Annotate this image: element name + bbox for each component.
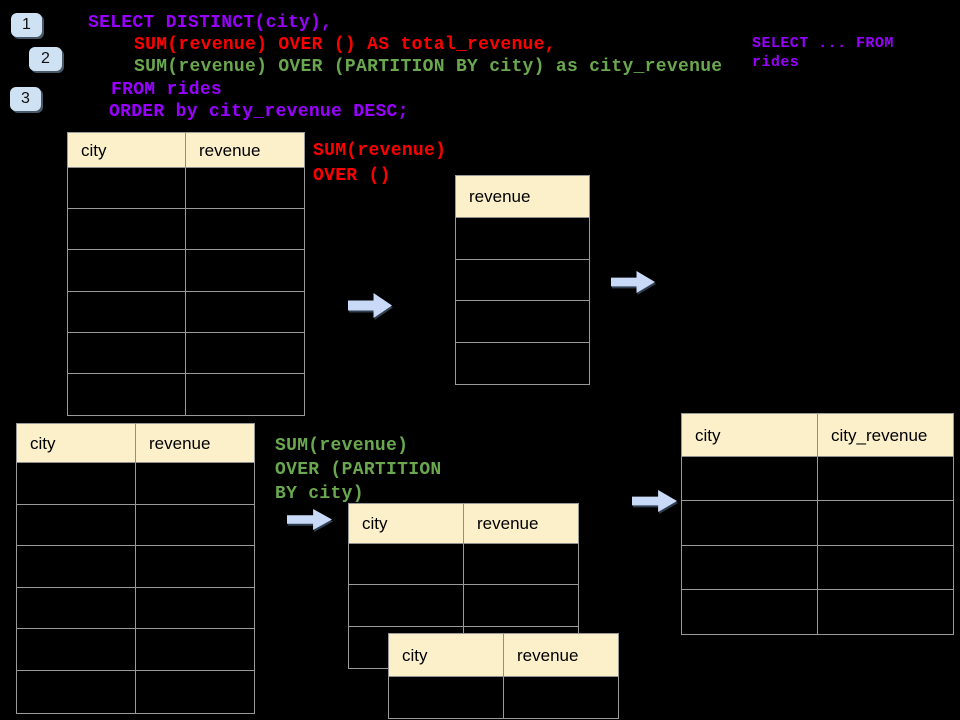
flow-arrow-right-icon (348, 293, 392, 318)
column-header: revenue (136, 424, 254, 463)
step-badge-1: 1 (11, 13, 42, 37)
table-cell-empty (456, 343, 589, 385)
table-cell-empty (68, 250, 186, 292)
side-note-line2: rides (752, 54, 800, 71)
table-cell-empty (456, 260, 589, 301)
flow-arrow-right-icon (632, 490, 677, 512)
table-cell-empty (17, 629, 136, 671)
table-revenue-only: revenue (455, 175, 590, 385)
table-cell-empty (17, 587, 136, 630)
column-header: city (389, 634, 504, 677)
table-cell-empty (682, 457, 818, 502)
table-cell-empty (186, 333, 304, 374)
table-cell-empty (818, 590, 953, 634)
side-note-select-from-rides: SELECT ... FROM rides (752, 34, 894, 72)
column-header: revenue (456, 176, 589, 218)
label-sum-over-partition: SUM(revenue) OVER (PARTITION BY city) (275, 434, 442, 506)
table-cell-empty (17, 670, 136, 713)
table-cell-empty (349, 544, 464, 586)
arrow-shape (287, 509, 332, 530)
table-cell-empty (504, 677, 618, 718)
flow-arrow-right-icon (611, 271, 655, 293)
table-cell-empty (682, 545, 818, 590)
table-cell-empty (68, 332, 186, 374)
column-header: city_revenue (818, 414, 953, 457)
arrow-shape (348, 293, 392, 318)
table-cell-empty (682, 501, 818, 546)
table-cell-empty (186, 292, 304, 333)
table-cell-empty (818, 501, 953, 546)
column-header: revenue (464, 504, 578, 544)
step-badge-2: 2 (29, 47, 62, 71)
table-cell-empty (17, 546, 136, 588)
table-cell-empty (136, 671, 254, 713)
table-cell-empty (17, 504, 136, 547)
side-note-line1: SELECT ... FROM (752, 35, 894, 52)
sql-line-from: FROM rides (111, 80, 223, 100)
table-cell-empty (68, 373, 186, 416)
flow-arrow-right-icon (287, 509, 332, 530)
sql-line-sum-partition: SUM(revenue) OVER (PARTITION BY city) as… (134, 57, 723, 77)
label-total-line1: SUM(revenue) (313, 141, 447, 161)
table-cell-empty (186, 209, 304, 251)
label-total-line2: OVER () (313, 166, 391, 186)
table-cell-empty (136, 588, 254, 630)
table-cell-empty (68, 209, 186, 251)
table-cell-empty (17, 463, 136, 505)
column-header: city (349, 504, 464, 544)
table-cell-empty (456, 301, 589, 343)
table-cell-empty (136, 463, 254, 505)
column-header: revenue (186, 133, 304, 168)
table-cell-empty (464, 544, 578, 586)
table-cell-empty (136, 546, 254, 588)
table-cell-empty (464, 585, 578, 627)
table-cell-empty (682, 589, 818, 635)
table-cell-empty (818, 546, 953, 590)
sql-line-order-by: ORDER by city_revenue DESC; (109, 102, 409, 122)
table-cell-empty (68, 291, 186, 333)
label-sum-over-total: SUM(revenue) OVER () (313, 139, 446, 189)
table-cell-empty (68, 168, 186, 210)
sql-line-select: SELECT DISTINCT(city), (88, 13, 333, 33)
label-partition-line3: BY city) (275, 484, 364, 504)
column-header: city (682, 414, 818, 457)
label-partition-line2: OVER (PARTITION (275, 460, 442, 480)
arrow-shape (611, 271, 655, 293)
table-cell-empty (186, 250, 304, 292)
column-header: revenue (504, 634, 618, 677)
column-header: city (68, 133, 186, 168)
table-cell-empty (389, 677, 504, 718)
arrow-shape (632, 490, 677, 512)
table-cell-empty (456, 218, 589, 260)
table-cell-empty (349, 585, 464, 627)
table-cell-empty (186, 168, 304, 210)
label-partition-line1: SUM(revenue) (275, 436, 409, 456)
table-cell-empty (136, 629, 254, 671)
table-cell-empty (186, 374, 304, 415)
column-header: city (17, 424, 136, 463)
step-badge-3: 3 (10, 87, 41, 111)
table-cell-empty (136, 505, 254, 547)
table-cell-empty (818, 457, 953, 502)
sql-line-sum-over: SUM(revenue) OVER () AS total_revenue, (134, 35, 556, 55)
